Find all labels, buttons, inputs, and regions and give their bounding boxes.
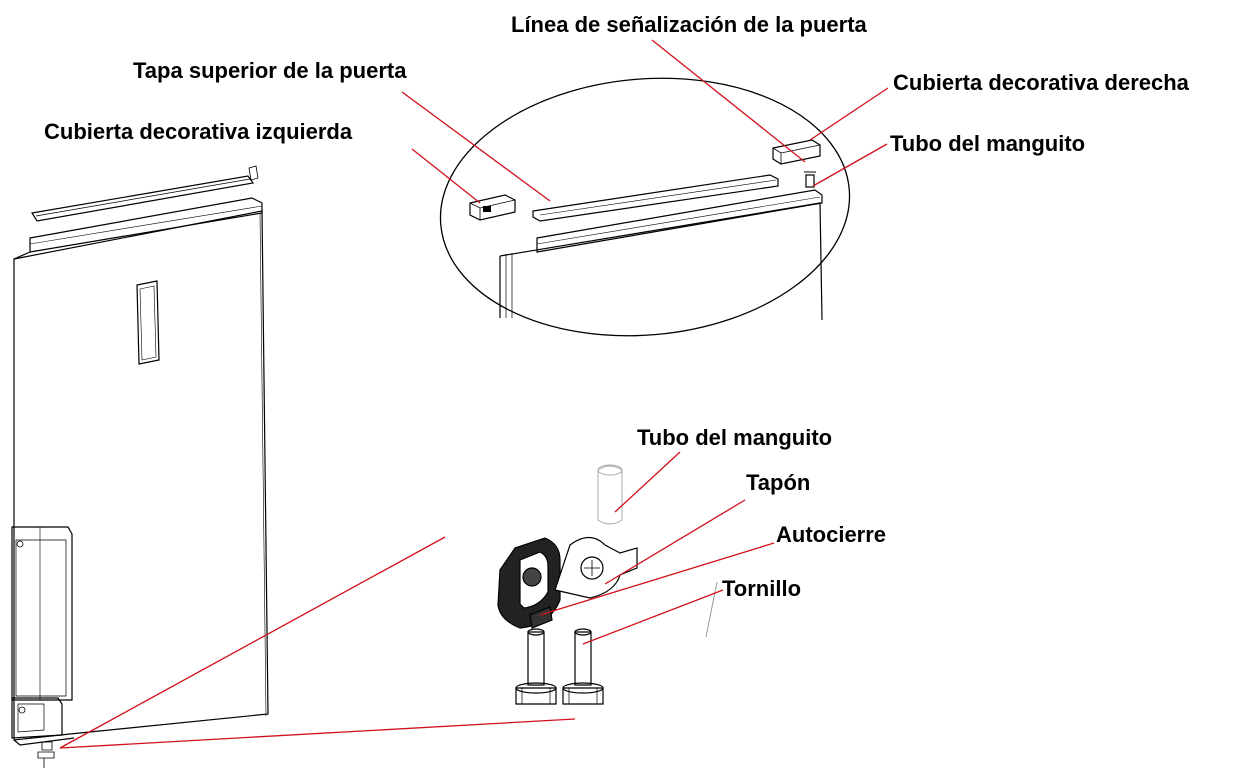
detail-ellipse — [439, 77, 851, 337]
hinge-parts — [497, 464, 718, 705]
leader-self-closing — [539, 542, 775, 616]
label-left-decorative-cover: Cubierta decorativa izquierda — [44, 119, 353, 144]
leader-detail-lower — [59, 718, 576, 749]
leader-right-decorative-cover — [809, 87, 889, 141]
label-screw: Tornillo — [722, 576, 802, 601]
leader-screw — [582, 589, 724, 645]
label-sleeve-tube-bottom: Tubo del manguito — [637, 425, 833, 450]
leader-door-top-cover — [401, 91, 551, 202]
label-self-closing: Autocierre — [776, 522, 887, 547]
leader-sleeve-tube-bottom — [614, 451, 681, 513]
leader-detail-upper — [59, 536, 446, 749]
label-door-top-cover: Tapa superior de la puerta — [133, 58, 407, 83]
ellipse-contents — [469, 139, 823, 321]
label-plug: Tapón — [746, 470, 811, 495]
label-right-decorative-cover: Cubierta decorativa derecha — [893, 70, 1189, 95]
label-door-signal-line: Línea de señalización de la puerta — [511, 12, 867, 37]
leader-door-signal-line — [651, 39, 806, 163]
leader-sleeve-tube-top — [812, 143, 888, 187]
label-sleeve-tube-top: Tubo del manguito — [890, 131, 1086, 156]
leader-left-decorative-cover — [411, 148, 481, 204]
leader-plug — [604, 499, 746, 585]
leader-lines — [59, 39, 889, 749]
door-panel — [11, 165, 269, 768]
